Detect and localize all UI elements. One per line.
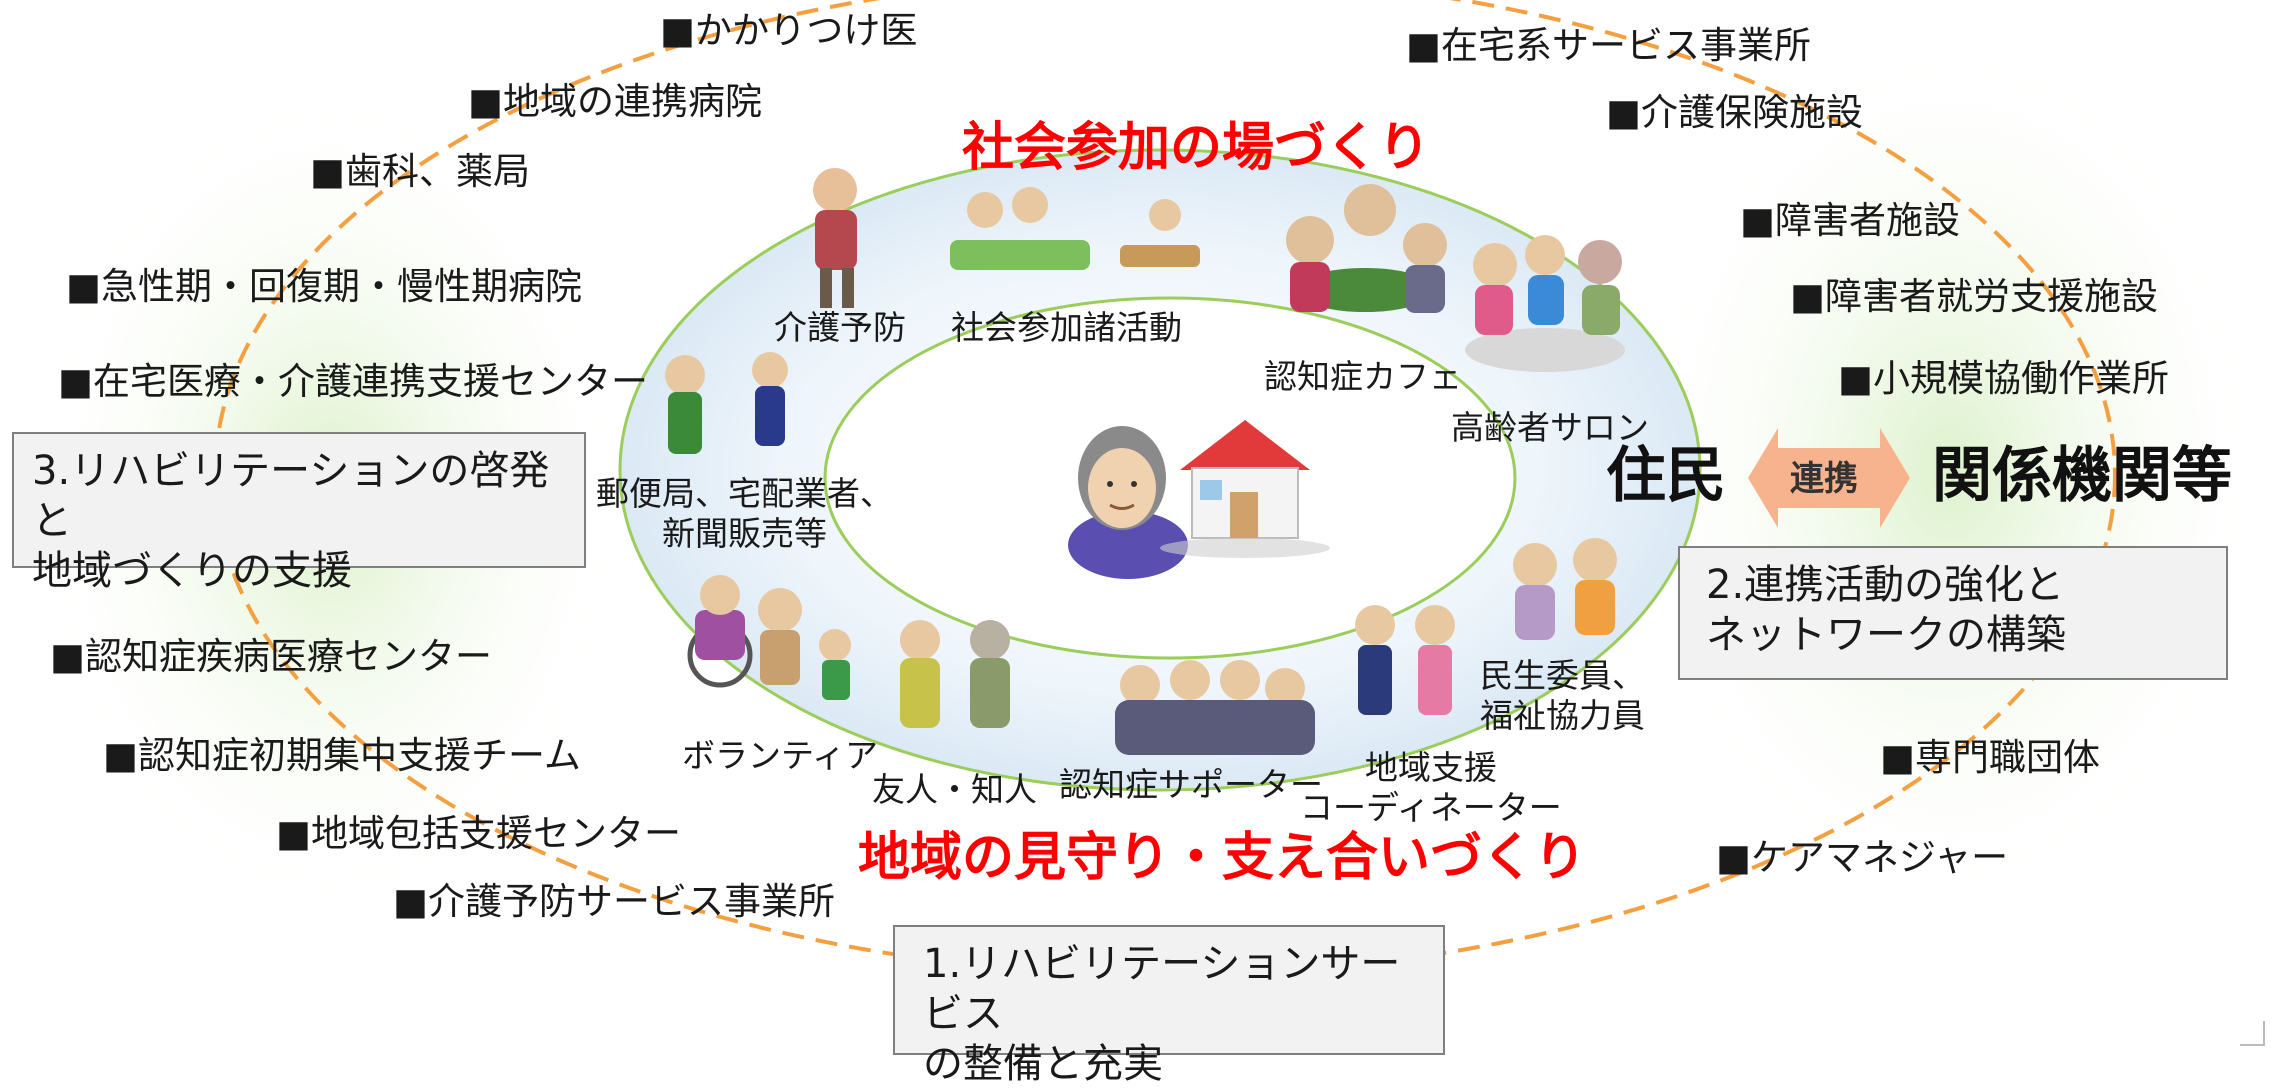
org-kaigo-yobo-jigyosho: ■介護予防サービス事業所 [393,880,835,923]
link-arrow [1748,428,1910,528]
ring-bottom-title: 地域の見守り・支え合いづくり [858,828,1587,888]
org-zaitaku-center: ■在宅医療・介護連携支援センター [58,360,648,403]
caption-coordinator: 地域支援 コーディネーター [1300,748,1562,827]
corner-marker [2240,1021,2265,1046]
friends-icon [900,620,1010,728]
wheelchair-icon [687,575,851,700]
residents-label: 住民 [1606,441,1726,511]
ring-top-title: 社会参加の場づくり [962,118,1431,178]
org-kaigo-hoken: ■介護保険施設 [1606,91,1863,134]
caption-volunteer: ボランティア [682,736,879,775]
kaigo-yobo-figure-icon [813,168,857,308]
social-activity-group-icon [950,187,1200,270]
coordinator-icon [1355,605,1455,715]
dementia-supporters-icon [1115,660,1315,755]
caption-minsei: 民生委員、 福祉協力員 [1480,656,1645,735]
org-zaitaku-service: ■在宅系サービス事業所 [1406,24,1811,67]
agencies-label: 関係機関等 [1932,441,2232,511]
elderly-person-icon [1068,426,1188,579]
org-renkei-byoin: ■地域の連携病院 [468,80,762,123]
caption-ninchi-cafe: 認知症カフェ [1264,357,1462,396]
caption-yujin: 友人・知人 [872,770,1037,809]
org-shoki-team: ■認知症初期集中支援チーム [103,734,581,777]
org-kyodo-sagyosho: ■小規模協働作業所 [1838,357,2169,400]
org-caremanager: ■ケアマネジャー [1716,836,2009,879]
org-byoin: ■急性期・回復期・慢性期病院 [66,265,582,308]
caption-salon: 高齢者サロン [1451,408,1649,447]
caption-kaigo-yobo: 介護予防 [774,308,906,347]
box-3-awareness: 3.リハビリテーションの啓発と 地域づくりの支援 [12,432,586,594]
mail-carrier-icon [665,352,788,454]
caption-supporter: 認知症サポーター [1059,765,1323,804]
right-glow [1630,30,2270,910]
org-senmonshoku: ■専門職団体 [1880,736,2100,779]
link-label: 連携 [1790,459,1858,499]
welfare-commissioner-icon [1513,538,1617,640]
diagram-canvas [30,0,2270,1046]
house-icon [1160,420,1330,558]
org-kakaritsuke: ■かかりつけ医 [660,9,918,52]
caption-yubin: 郵便局、宅配業者、 新聞販売等 [596,474,893,553]
caption-shakai-katsudo: 社会参加諸活動 [951,308,1182,347]
dementia-cafe-group-icon [1286,184,1447,313]
ring-inner [823,296,1517,660]
org-shuro-shien: ■障害者就労支援施設 [1790,275,2158,318]
org-ninchi-center: ■認知症疾病医療センター [50,635,492,678]
box-2-network: 2.連携活動の強化と ネットワークの構築 [1678,546,2228,680]
senior-salon-group-icon [1465,235,1625,372]
org-houkatsu-center: ■地域包括支援センター [276,812,681,855]
org-shika-yakkyoku: ■歯科、薬局 [310,150,530,193]
box-1-service: 1.リハビリテーションサービス の整備と充実 [893,925,1445,1087]
org-shogaisha: ■障害者施設 [1740,199,1960,242]
